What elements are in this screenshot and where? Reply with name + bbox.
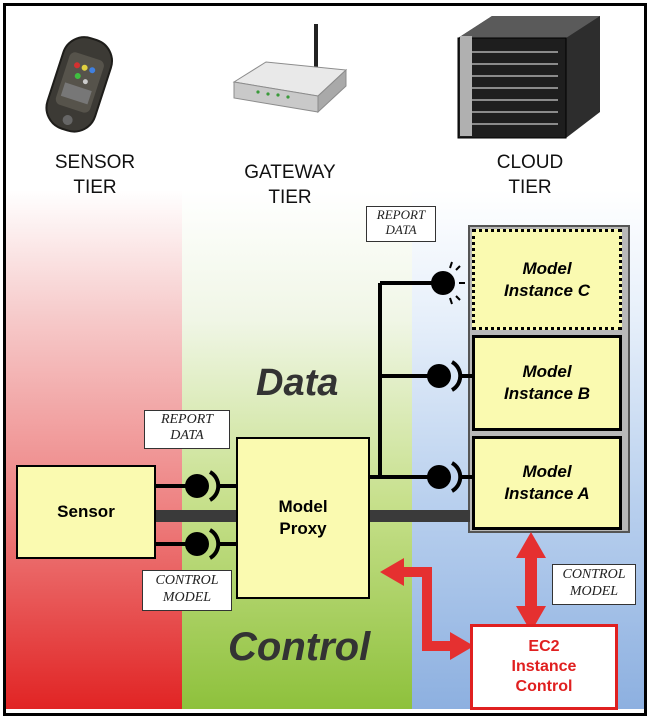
cloud-tier-label: CLOUD TIER bbox=[496, 152, 564, 198]
model-instance-b[interactable]: Model Instance B bbox=[472, 335, 622, 431]
control-model-note-right: CONTROL MODEL bbox=[552, 564, 636, 605]
control-plane-label: Control bbox=[228, 625, 371, 669]
data-plane-label: Data bbox=[256, 362, 339, 404]
gateway-router-icon bbox=[232, 24, 348, 114]
gateway-tier-label: GATEWAY TIER bbox=[244, 162, 336, 208]
cloud-server-icon bbox=[457, 16, 600, 139]
ec2-instance-control-box[interactable]: EC2 Instance Control bbox=[470, 624, 618, 710]
model-instance-a[interactable]: Model Instance A bbox=[472, 436, 622, 530]
control-model-note-left: CONTROL MODEL bbox=[142, 570, 232, 611]
sensor-device-icon bbox=[45, 36, 113, 133]
report-data-note-left: REPORT DATA bbox=[144, 410, 230, 449]
model-proxy-box[interactable]: Model Proxy bbox=[236, 437, 370, 599]
model-instance-c[interactable]: Model Instance C bbox=[472, 229, 622, 330]
interface-nodes bbox=[185, 261, 465, 560]
sensor-tier-column bbox=[6, 190, 182, 709]
sensor-tier-label: SENSOR TIER bbox=[54, 152, 136, 198]
sensor-box[interactable]: Sensor bbox=[16, 465, 156, 559]
diagram-frame bbox=[3, 3, 647, 716]
report-data-note-top: REPORT DATA bbox=[366, 206, 436, 242]
